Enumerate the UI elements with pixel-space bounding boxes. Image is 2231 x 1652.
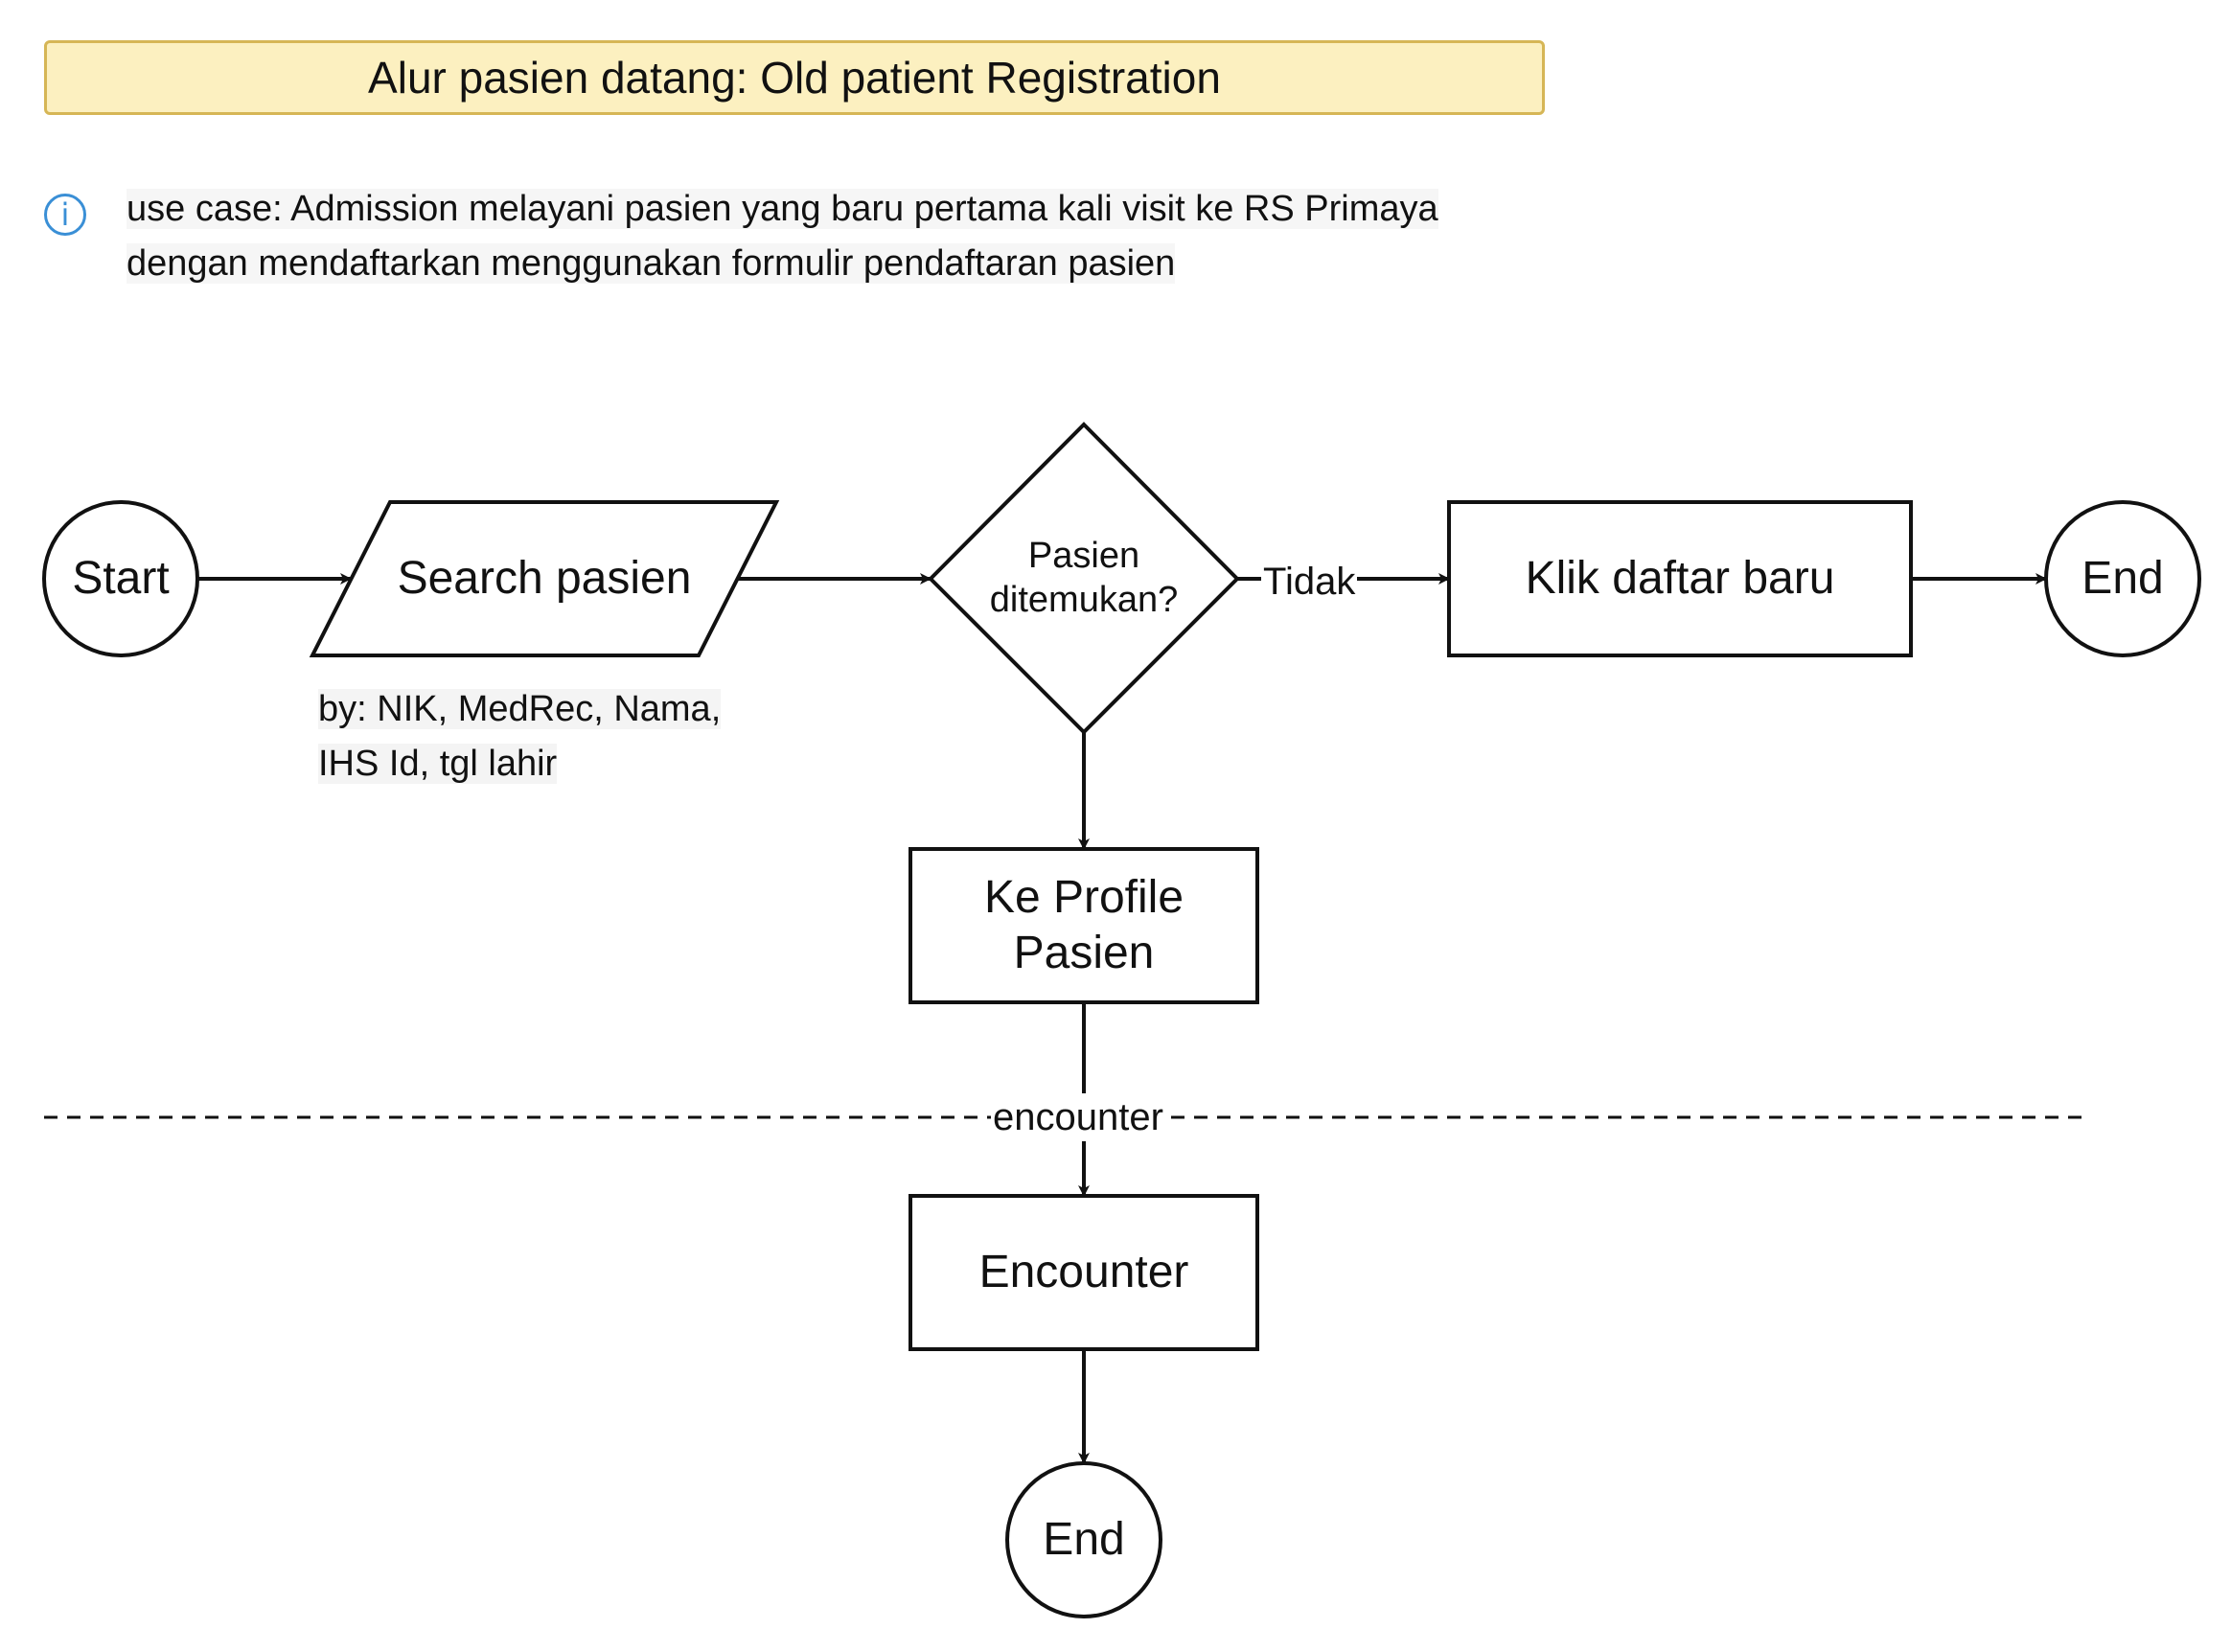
decision-label-line-2: ditemukan?	[989, 580, 1179, 620]
daftar-baru-node	[1447, 500, 1913, 657]
info-icon: i	[44, 194, 86, 236]
profile-label-line-2: Pasien	[1013, 928, 1155, 978]
profile-node	[908, 847, 1259, 1004]
end-bottom-label: End	[1043, 1514, 1125, 1566]
profile-label-line-1: Ke Profile	[983, 872, 1184, 924]
daftar-baru-label: Klik daftar baru	[1525, 553, 1835, 605]
decision-label-line-1: Pasien	[1027, 536, 1140, 577]
search-criteria-line-1: by: NIK, MedRec, Nama,	[318, 689, 722, 729]
encounter-node	[908, 1194, 1259, 1351]
edge-label-tidak: Tidak	[1261, 558, 1358, 606]
profile-label: Ke Profile Pasien	[910, 849, 1257, 1002]
search-criteria-note: by: NIK, MedRec, Nama, IHS Id, tgl lahir	[318, 682, 722, 792]
diagram-title: Alur pasien datang: Old patient Registra…	[44, 40, 1545, 115]
end-right-label: End	[2082, 553, 2164, 605]
decision-label: Pasien ditemukan?	[950, 502, 1218, 655]
search-node	[309, 500, 780, 657]
edge-label-encounter: encounter	[991, 1093, 1165, 1141]
start-label: Start	[72, 553, 170, 605]
search-criteria-line-2: IHS Id, tgl lahir	[318, 744, 558, 784]
use-case-description: use case: Admission melayani pasien yang…	[126, 182, 1564, 291]
encounter-label: Encounter	[978, 1247, 1189, 1298]
search-label: Search pasien	[397, 553, 692, 605]
use-case-line-1: use case: Admission melayani pasien yang…	[126, 189, 1438, 229]
use-case-line-2: dengan mendaftarkan menggunakan formulir…	[126, 243, 1176, 284]
